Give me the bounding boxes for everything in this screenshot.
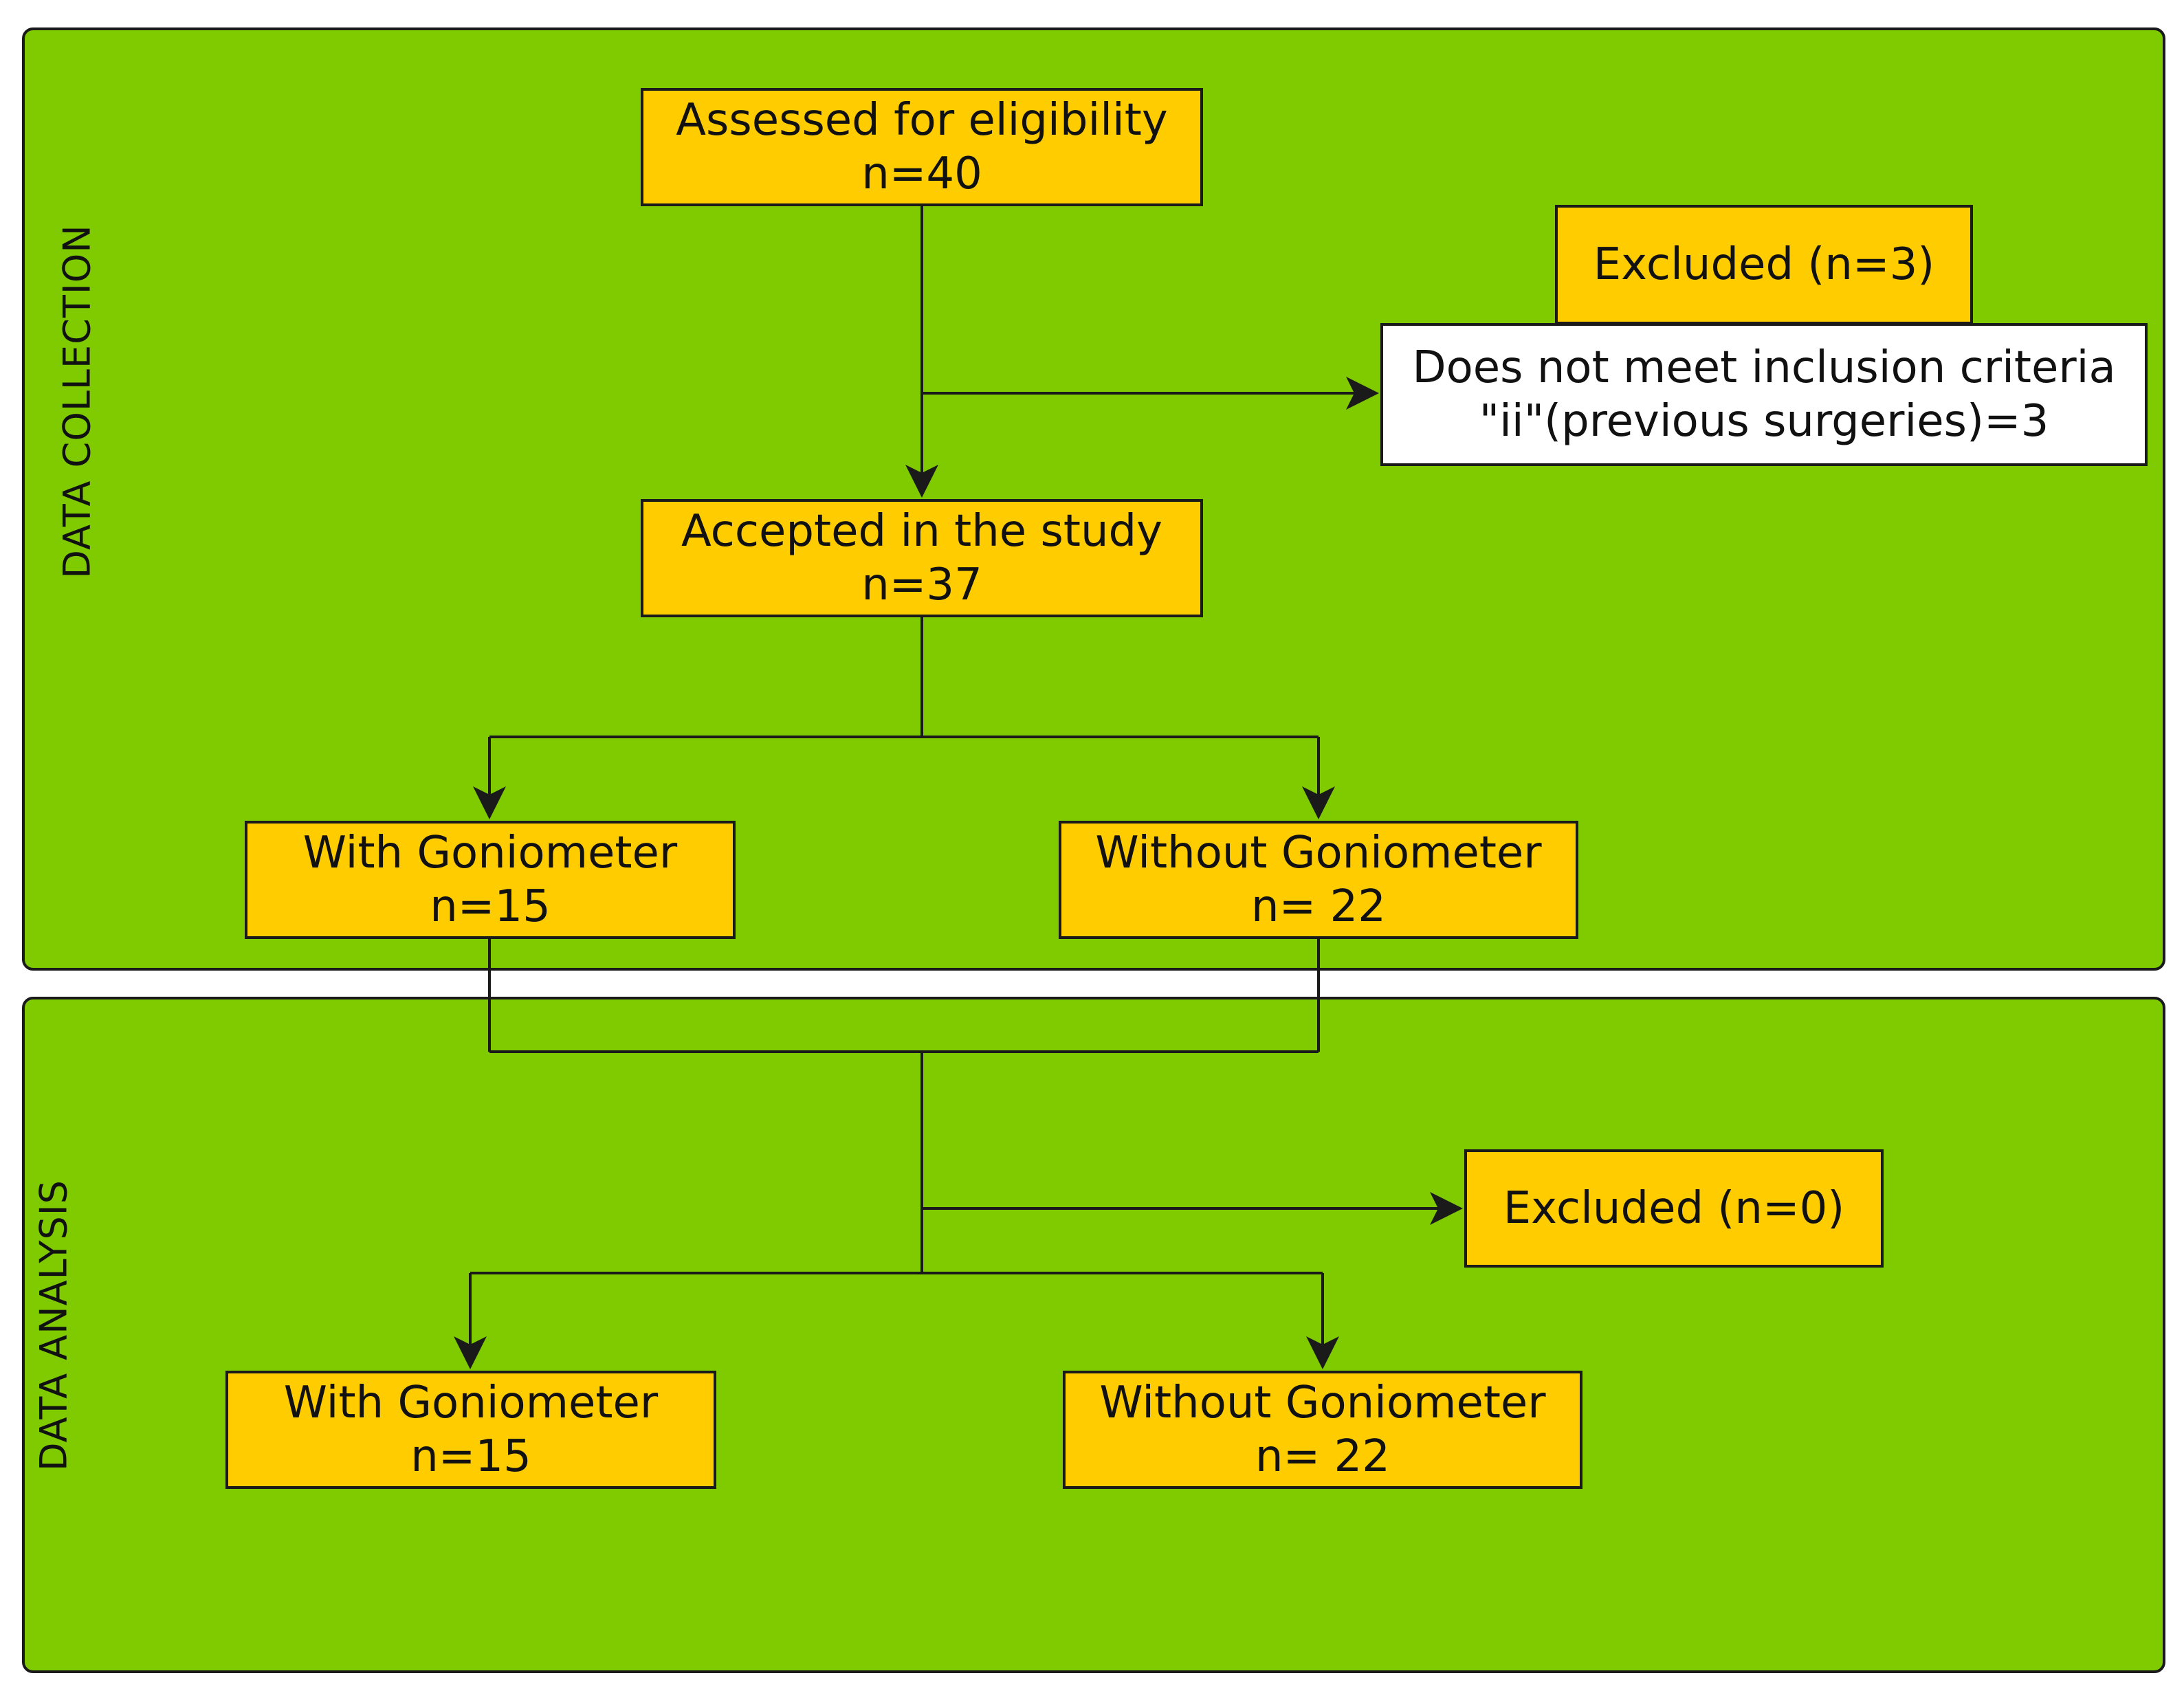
without-goniometer-analysis-title: Without Goniometer <box>1099 1377 1546 1428</box>
criteria-line1: Does not meet inclusion criteria <box>1412 342 2116 393</box>
excluded-collection-box: Excluded (n=3) <box>1555 205 1973 324</box>
criteria-line2: "ii"(previous surgeries)=3 <box>1479 396 2049 447</box>
without-goniometer-analysis-count: n= 22 <box>1255 1431 1390 1482</box>
with-goniometer-analysis-count: n=15 <box>410 1431 531 1482</box>
accepted-title: Accepted in the study <box>681 505 1163 557</box>
accepted-study-box: Accepted in the study n=37 <box>641 499 1203 617</box>
without-goniometer-collection-count: n= 22 <box>1251 881 1386 932</box>
accepted-count: n=37 <box>861 560 982 610</box>
excluded-collection-title: Excluded (n=3) <box>1593 239 1935 290</box>
with-goniometer-collection-box: With Goniometer n=15 <box>245 821 736 939</box>
excluded-analysis-box: Excluded (n=0) <box>1464 1149 1884 1268</box>
with-goniometer-analysis-box: With Goniometer n=15 <box>225 1371 716 1489</box>
without-goniometer-analysis-box: Without Goniometer n= 22 <box>1063 1371 1582 1489</box>
assessed-count: n=40 <box>861 148 982 199</box>
data-analysis-label: DATA ANALYSIS <box>32 1180 76 1471</box>
data-analysis-panel <box>22 997 2165 1673</box>
data-collection-label: DATA COLLECTION <box>55 224 99 579</box>
without-goniometer-collection-title: Without Goniometer <box>1095 827 1542 878</box>
exclusion-criteria-box: Does not meet inclusion criteria "ii"(pr… <box>1380 323 2148 466</box>
excluded-analysis-title: Excluded (n=0) <box>1503 1182 1845 1234</box>
with-goniometer-collection-title: With Goniometer <box>302 827 678 878</box>
assessed-title: Assessed for eligibility <box>676 94 1168 146</box>
without-goniometer-collection-box: Without Goniometer n= 22 <box>1059 821 1578 939</box>
with-goniometer-collection-count: n=15 <box>430 881 551 932</box>
assessed-eligibility-box: Assessed for eligibility n=40 <box>641 88 1203 206</box>
with-goniometer-analysis-title: With Goniometer <box>283 1377 659 1428</box>
